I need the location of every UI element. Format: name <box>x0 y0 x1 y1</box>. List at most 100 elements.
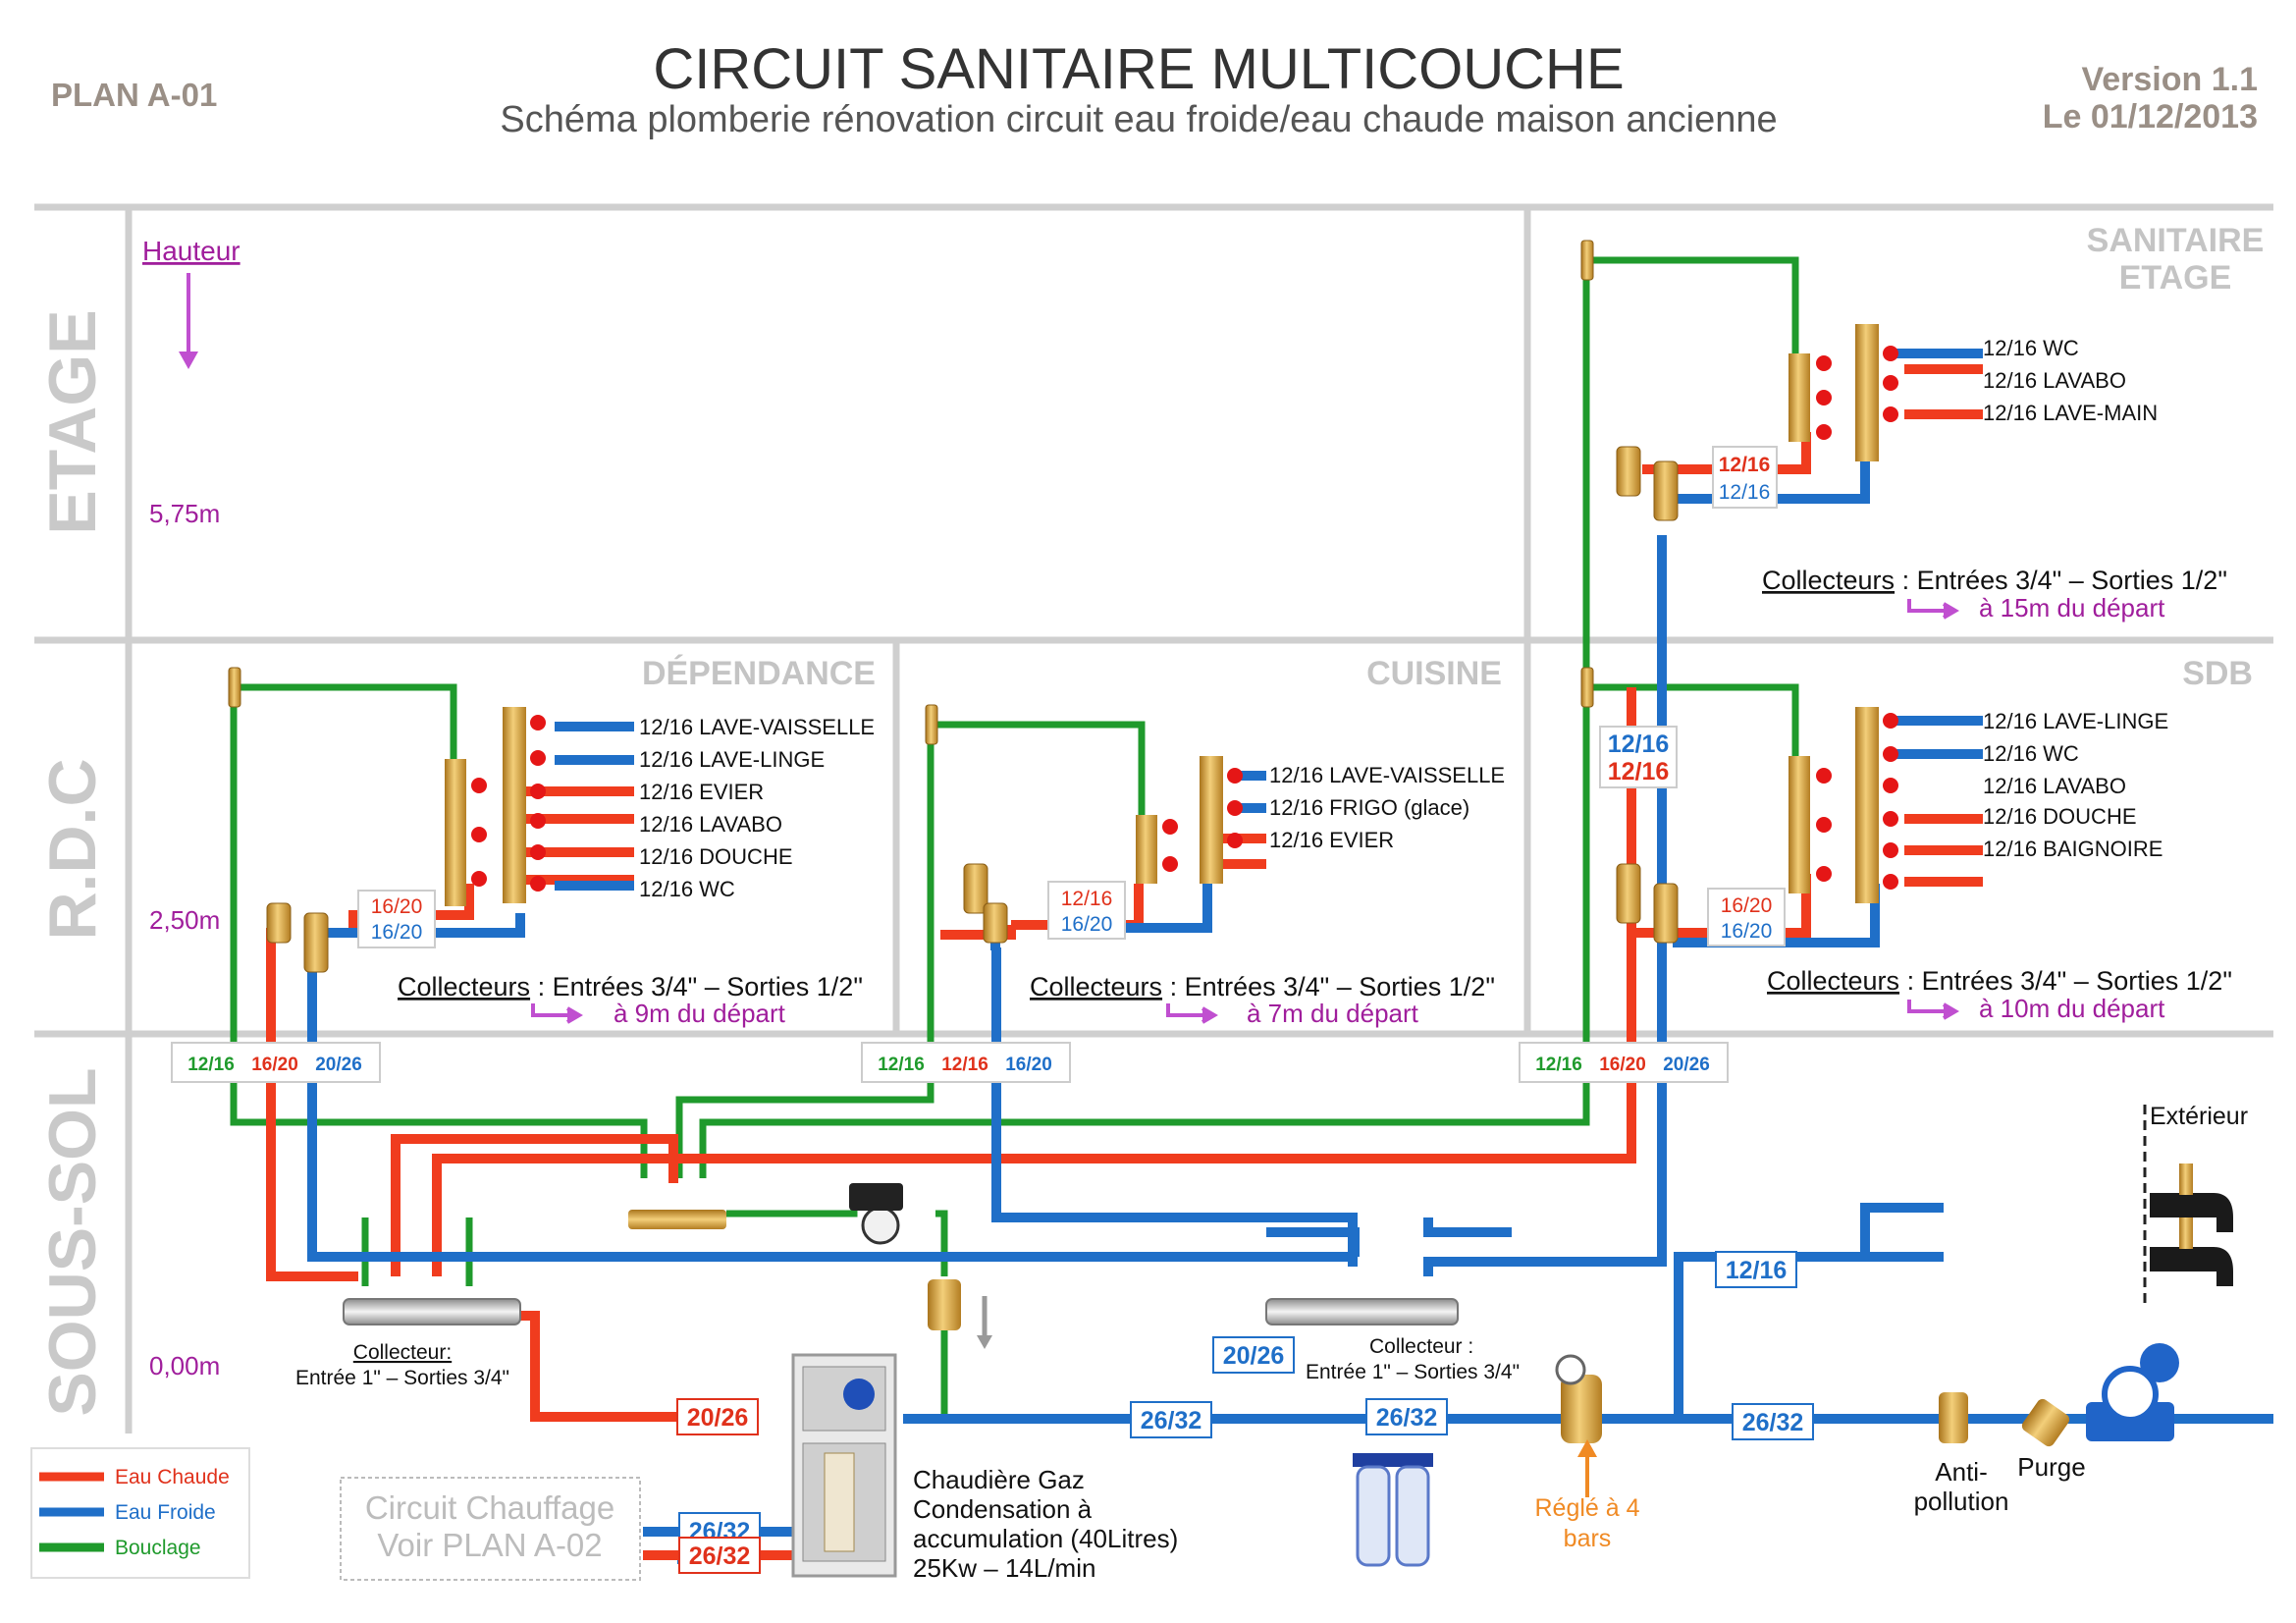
outlet-sdb-5: 12/16 BAIGNOIRE <box>1983 837 2163 861</box>
sdb-hot-size: 16/20 <box>1721 894 1773 917</box>
distance-sdb: à 10m du départ <box>1979 994 2165 1023</box>
mixing-valve-icon <box>928 1279 992 1349</box>
regulator-line-2: bars <box>1564 1525 1612 1552</box>
outlet-cui-1: 12/16 LAVE-VAISSELLE <box>1269 763 1505 787</box>
collector-sous-sol-left <box>343 1298 521 1325</box>
anti-pollution-line-1: Anti- <box>1935 1457 1987 1487</box>
water-meter-icon <box>2086 1343 2179 1441</box>
date-label: Le 01/12/2013 <box>2043 98 2258 135</box>
outlet-sdb-3: 12/16 LAVABO <box>1983 774 2126 798</box>
outlet-etage-1: 12/16 WC <box>1983 336 2079 360</box>
tee-fittings <box>228 240 1679 973</box>
exterior-tap-1-icon <box>2150 1193 2233 1232</box>
regulator-line-1: Réglé à 4 <box>1534 1494 1639 1522</box>
circulator-pump-icon <box>849 1183 903 1245</box>
outlet-cui-3: 12/16 EVIER <box>1269 828 1394 852</box>
sous-sol-right-title: Collecteur : <box>1369 1335 1473 1358</box>
box1-loop: 12/16 <box>187 1055 235 1075</box>
boiler <box>791 1353 897 1578</box>
hot-main-size: 20/26 <box>687 1404 749 1432</box>
basement-collector-notes: Collecteur: Entrée 1" – Sorties 3/4" Col… <box>295 1335 1520 1389</box>
box1-cold: 20/26 <box>315 1055 362 1075</box>
dep-hot-size: 16/20 <box>371 895 423 918</box>
collector-note-sdb: Collecteurs : Entrées 3/4" – Sorties 1/2… <box>1767 966 2232 996</box>
valve-handles <box>471 346 1898 892</box>
distance-arrow-icons <box>531 599 1959 1024</box>
outlet-dep-4: 12/16 LAVABO <box>639 812 782 837</box>
heating-reference: Circuit Chauffage Voir PLAN A-02 <box>340 1477 641 1581</box>
plan-id: PLAN A-01 <box>51 77 217 113</box>
collector-etage <box>1789 353 1810 442</box>
water-filter-icon <box>1353 1453 1433 1567</box>
outlet-etage-2: 12/16 LAVABO <box>1983 368 2126 393</box>
pressure-regulator-icon <box>1555 1354 1602 1443</box>
legend-cold: Eau Froide <box>115 1501 216 1524</box>
legend-loop: Bouclage <box>115 1537 201 1559</box>
boiler-line-1: Chaudière Gaz <box>913 1465 1085 1494</box>
riser-hot-size: 12/16 <box>1608 758 1670 785</box>
collector-note-dependance: Collecteurs : Entrées 3/4" – Sorties 1/2… <box>398 972 863 1001</box>
boiler-line-2: Condensation à <box>913 1494 1093 1524</box>
box3-hot: 16/20 <box>1599 1055 1646 1075</box>
floor-label-etage: ETAGE <box>35 309 110 534</box>
purge-label: Purge <box>2017 1452 2085 1482</box>
height-rdc: 2,50m <box>149 905 220 935</box>
outlet-sdb-1: 12/16 LAVE-LINGE <box>1983 709 2168 733</box>
heat-in-size: 26/32 <box>689 1542 751 1570</box>
regulator-note: Réglé à 4 bars <box>1534 1494 1639 1552</box>
box3-loop: 12/16 <box>1535 1055 1582 1075</box>
building-walls <box>34 203 2273 1434</box>
box2-hot: 12/16 <box>941 1055 988 1075</box>
etage-cold-size: 12/16 <box>1719 481 1771 504</box>
collector-cuisine <box>1136 815 1157 884</box>
page-subtitle: Schéma plomberie rénovation circuit eau … <box>500 99 1777 140</box>
distance-etage: à 15m du départ <box>1979 593 2165 622</box>
floor-label-sous-sol: SOUS-SOL <box>35 1067 110 1416</box>
distance-notes: à 15m du départ à 9m du départ à 7m du d… <box>614 593 2165 1028</box>
collector-loop <box>628 1210 726 1229</box>
collector-dependance <box>445 759 466 906</box>
riser-cold-size: 12/16 <box>1608 730 1670 758</box>
cui-hot-size: 12/16 <box>1061 888 1113 910</box>
box2-cold: 16/20 <box>1005 1055 1052 1075</box>
sous-sol-right-detail: Entrée 1" – Sorties 3/4" <box>1306 1361 1520 1383</box>
zone-sanitaire-etage-1: SANITAIRE <box>2087 222 2265 259</box>
heating-line-1: Circuit Chauffage <box>365 1489 614 1526</box>
height-label: Hauteur <box>142 236 240 266</box>
box1-hot: 16/20 <box>251 1055 298 1075</box>
main-c-size: 26/32 <box>1742 1409 1804 1436</box>
outlet-sdb-2: 12/16 WC <box>1983 741 2079 766</box>
cui-cold-size: 16/20 <box>1061 913 1113 936</box>
version-label: Version 1.1 <box>2081 61 2258 98</box>
ext-branch-size: 12/16 <box>1726 1257 1788 1284</box>
loop-pipes <box>230 256 1799 1419</box>
collector-note-cuisine: Collecteurs : Entrées 3/4" – Sorties 1/2… <box>1030 972 1495 1001</box>
cold-collector-size: 20/26 <box>1223 1342 1285 1370</box>
outlet-dep-2: 12/16 LAVE-LINGE <box>639 747 825 772</box>
outlets-cuisine: 12/16 LAVE-VAISSELLE 12/16 FRIGO (glace)… <box>1269 763 1505 852</box>
sous-sol-left-title: Collecteur: <box>353 1341 452 1364</box>
collector-note-etage: Collecteurs : Entrées 3/4" – Sorties 1/2… <box>1762 566 2227 595</box>
sdb-cold-size: 16/20 <box>1721 920 1773 943</box>
zone-cuisine: CUISINE <box>1366 655 1502 692</box>
legend-hot: Eau Chaude <box>115 1466 230 1488</box>
equipment-labels: Anti- pollution Purge <box>1914 1452 2086 1516</box>
outlet-dep-1: 12/16 LAVE-VAISSELLE <box>639 715 875 739</box>
etage-hot-size: 12/16 <box>1719 454 1771 476</box>
exterior-tap-2-icon <box>2150 1247 2233 1286</box>
collector-sdb <box>1789 756 1810 893</box>
anti-pollution-valve-icon <box>1939 1392 1968 1443</box>
heating-line-2: Voir PLAN A-02 <box>377 1527 602 1563</box>
exterior-taps <box>2143 1105 2233 1306</box>
height-arrow-icon <box>179 273 198 369</box>
distance-dependance: à 9m du départ <box>614 999 786 1028</box>
floor-label-rdc: R.D.C <box>35 758 110 940</box>
box3-cold: 20/26 <box>1663 1055 1710 1075</box>
zone-dependance: DÉPENDANCE <box>642 655 876 692</box>
outlet-dep-5: 12/16 DOUCHE <box>639 844 793 869</box>
pipe-size-labels: 12/16 12/16 16/20 16/20 12/16 16/20 16/2… <box>171 446 1814 1574</box>
cold-water-pipes <box>307 349 2273 1564</box>
height-etage: 5,75m <box>149 499 220 528</box>
legend: Eau Chaude Eau Froide Bouclage <box>30 1447 250 1579</box>
